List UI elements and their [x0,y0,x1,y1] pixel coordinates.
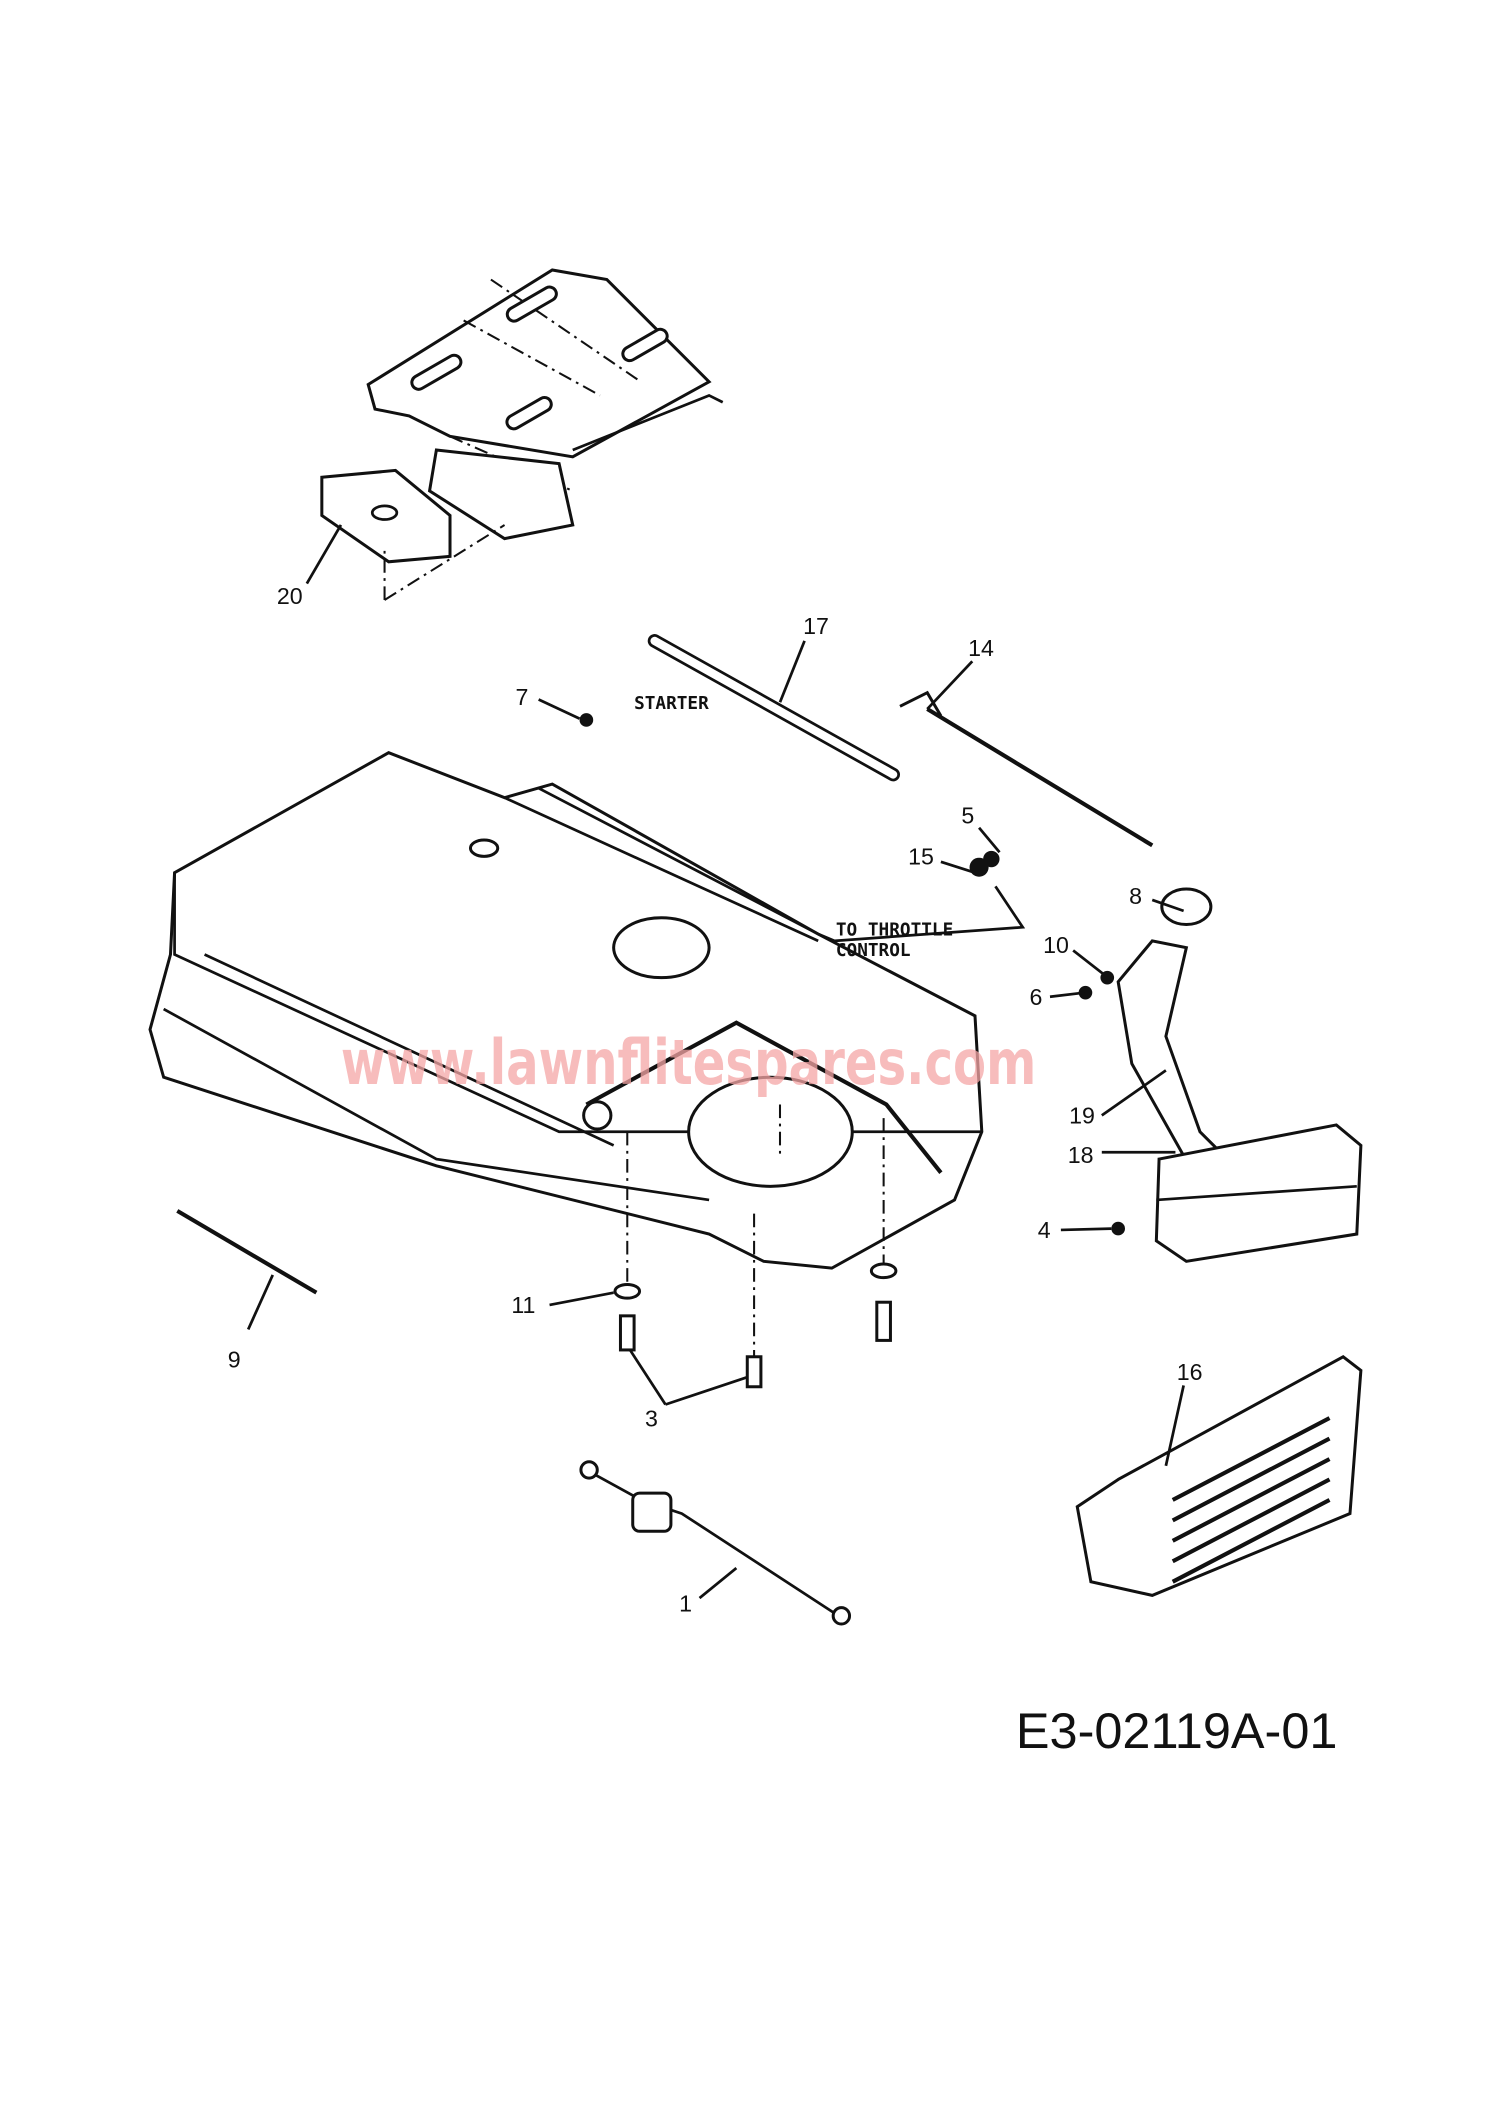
callout-7: 7 [515,684,528,710]
callout-leaders [246,524,1185,1600]
callout-9: 9 [228,1347,241,1373]
callout-20: 20 [277,583,303,609]
callout-16: 17 [803,613,829,639]
muffler-part [1078,887,1363,1263]
callout-11: 11 [511,1292,535,1318]
cable-cover-part [647,634,900,782]
callout-18: 19 [1069,1103,1095,1129]
throttle-annotation-line2: CONTROL [836,941,911,961]
drawing-code: E3-02119A-01 [1016,1702,1338,1759]
callout-4: 4 [1038,1217,1051,1243]
callout-15: 15 [908,844,934,870]
throttle-cable-part [899,690,1154,877]
throttle-annotation-line1: TO THROTTLE [836,920,953,940]
callout-19: 16 [1177,1359,1203,1385]
fastener-parts [579,713,898,1389]
seat-plate-part [320,268,724,601]
callout-14: 14 [968,635,994,661]
watermark-text: www.lawnflitespares.com [341,1026,1036,1099]
callout-3: 3 [645,1405,658,1431]
frame-part [148,751,984,1270]
callout-8: 8 [1129,883,1142,909]
ground-cable-part [579,1460,852,1626]
callout-17: 18 [1068,1142,1094,1168]
callout-6: 6 [1030,984,1043,1010]
callout-1: 1 [679,1591,692,1617]
callout-labels: 20 17 14 7 5 15 8 10 6 19 18 4 11 9 3 16… [228,583,1203,1617]
callout-5: 5 [961,803,974,829]
cable-tie-part [176,1209,318,1295]
heat-shield-part [1075,1354,1363,1597]
starter-annotation: STARTER [634,694,709,714]
callout-10: 10 [1043,932,1069,958]
